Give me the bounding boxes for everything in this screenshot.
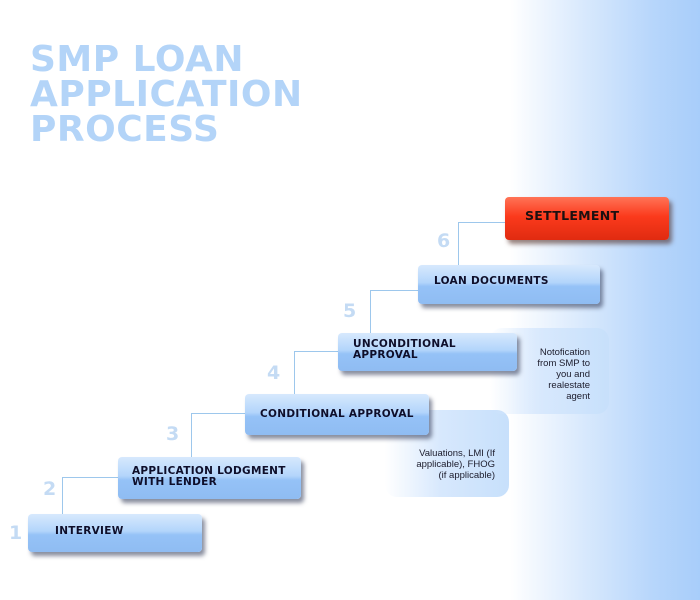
step-label: CONDITIONAL APPROVAL xyxy=(260,408,414,420)
connector-line xyxy=(191,413,192,459)
connector-line xyxy=(191,413,247,414)
step-application-lodgment: APPLICATION LODGMENT WITH LENDER xyxy=(118,457,301,499)
page-title: SMP LOAN APPLICATION PROCESS xyxy=(30,39,303,150)
step-unconditional-approval: UNCONDITIONAL APPROVAL xyxy=(338,333,517,371)
connector-line xyxy=(370,290,371,334)
step-label: APPLICATION LODGMENT WITH LENDER xyxy=(132,465,286,488)
step-number-4: 4 xyxy=(267,362,281,384)
step-label: INTERVIEW xyxy=(55,525,124,537)
title-line-1: SMP LOAN xyxy=(30,39,244,80)
step-number-3: 3 xyxy=(166,423,180,445)
connector-line xyxy=(458,222,459,267)
step-label: SETTLEMENT xyxy=(525,208,620,223)
connector-line xyxy=(294,351,295,396)
connector-line xyxy=(62,477,120,478)
step-label: UNCONDITIONAL APPROVAL xyxy=(353,338,456,361)
title-line-3: PROCESS xyxy=(30,109,220,150)
connector-line xyxy=(62,477,63,517)
connector-line xyxy=(458,222,506,223)
step-conditional-approval: CONDITIONAL APPROVAL xyxy=(245,394,429,435)
title-line-2: APPLICATION xyxy=(30,74,303,115)
step-loan-documents: LOAN DOCUMENTS xyxy=(418,265,600,304)
step-number-2: 2 xyxy=(43,478,57,500)
connector-line xyxy=(370,290,420,291)
step-number-1: 1 xyxy=(9,522,23,544)
step-interview: INTERVIEW xyxy=(28,514,202,552)
step-number-6: 6 xyxy=(437,230,451,252)
step-settlement: SETTLEMENT xyxy=(505,197,669,240)
step-number-5: 5 xyxy=(343,300,357,322)
connector-line xyxy=(294,351,340,352)
step-label: LOAN DOCUMENTS xyxy=(434,275,549,287)
